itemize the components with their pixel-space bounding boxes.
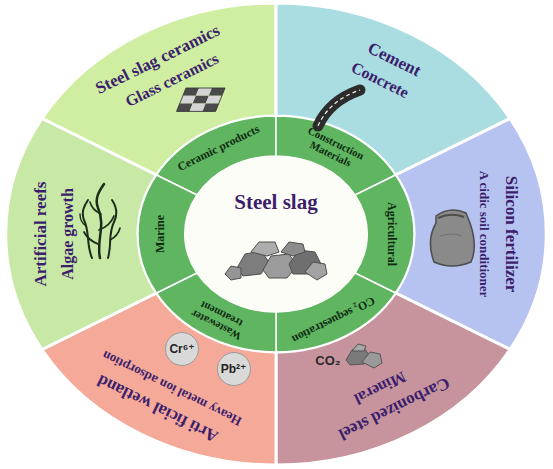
ring-segment — [276, 273, 396, 352]
sector-subheading: Algae growth — [59, 188, 77, 280]
slag-rock — [305, 262, 327, 280]
slag-rock — [281, 242, 305, 256]
center-title: Steel slag — [185, 190, 368, 215]
metal-ion-circle: Pb²⁺ — [217, 352, 251, 386]
sector-subheading: A cidic soil conditioner — [477, 171, 491, 298]
metal-ion-circle: Cr⁶⁺ — [165, 332, 199, 366]
ion-label: Cr⁶⁺ — [169, 342, 194, 356]
ring-label: Marine — [155, 215, 168, 253]
ring-label: Agricultural — [384, 202, 397, 266]
sector-heading: Artificial reefs — [31, 182, 50, 287]
ion-label: Pb²⁺ — [221, 362, 247, 376]
ring-segment — [138, 175, 197, 293]
sector-shape — [276, 273, 510, 465]
sector-shape — [6, 119, 197, 350]
sector-heading: Silicon fertilizer — [502, 176, 521, 293]
ring-segment — [355, 175, 414, 293]
sector-band — [6, 119, 157, 350]
center-circle: Steel slag — [185, 156, 368, 312]
slag-rocks — [185, 156, 368, 312]
co2-label: CO₂ — [315, 353, 340, 368]
slag-rock — [225, 266, 241, 280]
slag-rock — [251, 242, 279, 256]
